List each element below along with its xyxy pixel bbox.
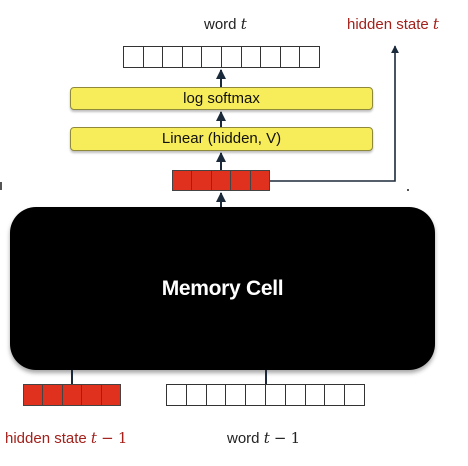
vector-cell — [143, 46, 164, 68]
hidden-state-in-label-text: hidden state — [5, 430, 87, 447]
hidden-state-in-vector — [23, 384, 122, 406]
vector-cell — [101, 384, 122, 406]
hidden-state-out-label-var: t — [432, 15, 439, 33]
edge-tick — [0, 182, 2, 190]
input-word-label-text: word — [227, 430, 260, 447]
vector-cell — [280, 46, 301, 68]
hidden-state-out-label: hidden state t — [347, 15, 439, 33]
vector-cell — [182, 46, 203, 68]
output-word-label-var: t — [240, 15, 247, 33]
vector-cell — [231, 170, 251, 191]
vector-cell — [345, 384, 365, 406]
input-word-label-op: − — [273, 429, 287, 447]
vector-cell — [172, 170, 193, 191]
vector-cell — [166, 384, 187, 406]
vector-cell — [285, 384, 306, 406]
vector-cell — [325, 384, 346, 406]
vector-cell — [23, 384, 44, 406]
log-softmax-layer: log softmax — [70, 87, 373, 110]
output-word-label-text: word — [204, 16, 237, 33]
hidden-state-in-label-var: t — [90, 429, 97, 447]
log-softmax-label: log softmax — [183, 90, 260, 107]
input-word-label-var: t — [263, 429, 270, 447]
vector-cell — [246, 384, 266, 406]
vector-cell — [265, 384, 286, 406]
vector-cell — [226, 384, 247, 406]
vector-cell — [206, 384, 227, 406]
hidden-state-in-label-num: 1 — [117, 429, 128, 447]
vector-cell — [43, 384, 63, 406]
vector-cell — [186, 384, 207, 406]
vector-cell — [82, 384, 102, 406]
vector-cell — [192, 170, 212, 191]
vector-cell — [202, 46, 222, 68]
linear-layer: Linear (hidden, V) — [70, 127, 373, 151]
hidden-state-out-vector — [172, 170, 271, 191]
vector-cell — [221, 46, 242, 68]
vector-cell — [250, 170, 271, 191]
vector-cell — [300, 46, 320, 68]
input-word-label-num: 1 — [290, 429, 301, 447]
vector-cell — [261, 46, 281, 68]
hidden-state-in-label: hidden state t − 1 — [5, 429, 127, 447]
linear-label: Linear (hidden, V) — [161, 130, 282, 147]
memory-cell-label: Memory Cell — [161, 277, 284, 300]
memory-cell: Memory Cell — [10, 207, 435, 370]
hidden-state-in-label-op: − — [101, 429, 114, 447]
output-word-label: word t — [204, 15, 247, 33]
vector-cell — [123, 46, 144, 68]
output-word-vector — [123, 46, 320, 68]
stray-dot — [407, 189, 409, 191]
input-word-vector — [166, 384, 365, 406]
hidden-state-out-label-text: hidden state — [347, 16, 429, 33]
vector-cell — [305, 384, 326, 406]
vector-cell — [163, 46, 183, 68]
vector-cell — [241, 46, 262, 68]
vector-cell — [62, 384, 83, 406]
input-word-label: word t − 1 — [227, 429, 300, 447]
vector-cell — [211, 170, 232, 191]
